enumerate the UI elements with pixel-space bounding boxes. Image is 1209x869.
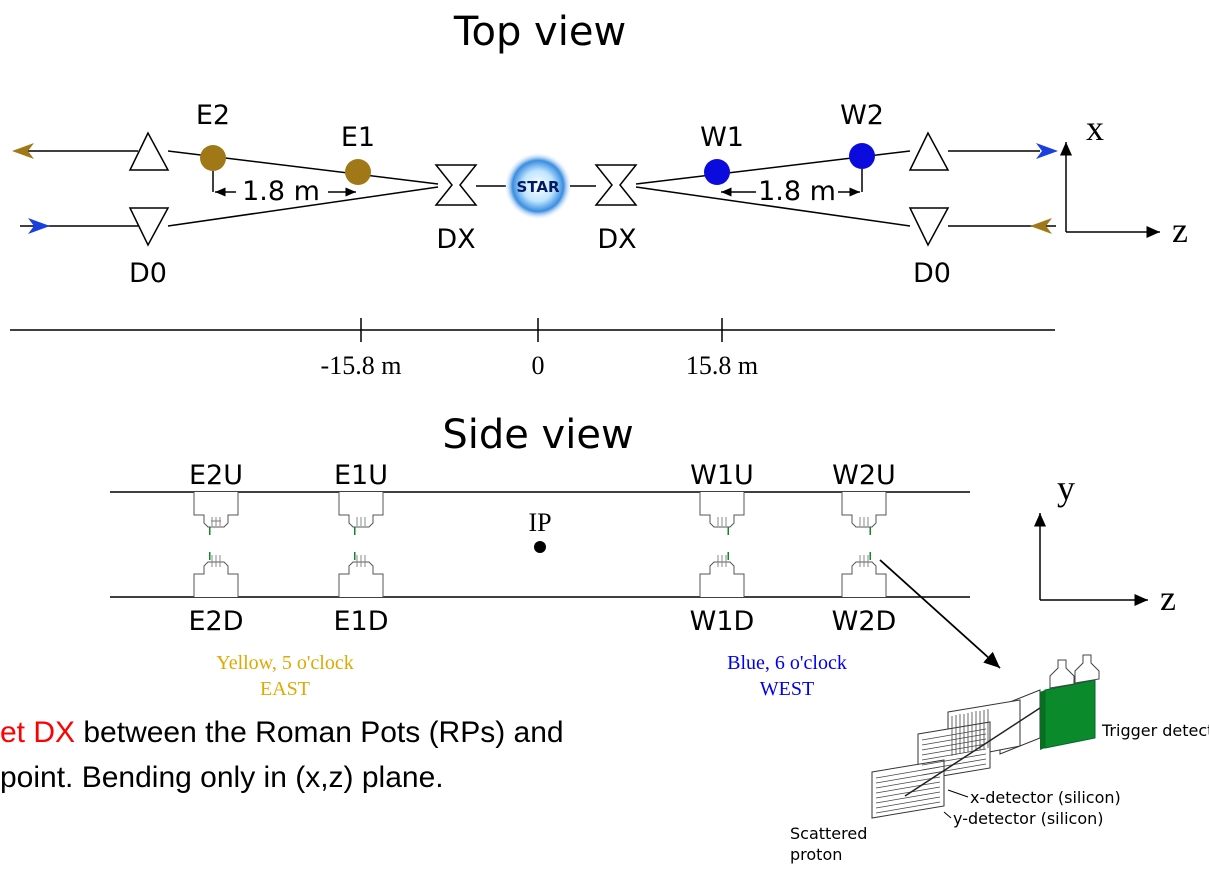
scale-label-east: -15.8 m [321,351,402,380]
w2d-label: W2D [832,606,897,637]
rp-station-e2 [193,492,239,597]
w1-label: W1 [700,122,744,153]
e1-pot [345,159,371,185]
scale-label-center: 0 [532,351,545,380]
side-z-axis-label: z [1160,578,1176,618]
dx-east-label: DX [436,224,475,255]
d0-east-upper-triangle [128,131,170,171]
proton-track [904,707,1041,797]
d0-east-label: D0 [129,258,167,289]
pmt-left [1049,659,1075,689]
side-y-axis-label: y [1057,468,1075,508]
e2d-label: E2D [188,606,243,637]
w1u-label: W1U [690,460,754,491]
e1u-label: E1U [334,460,388,491]
trigger-scintillator [1044,679,1096,749]
w2-pot [849,143,875,169]
d0-east-lower-triangle [128,207,170,247]
blue-beam-arrow-left [28,218,50,234]
rp-station-w1 [699,492,745,597]
dx-west-label: DX [597,224,636,255]
caption-line-1: et DX between the Roman Pots (RPs) and [0,710,800,755]
dist-east-label: 1.8 m [242,176,320,207]
e1d-label: E1D [333,606,388,637]
zoom-pointer-arrow [879,559,1001,669]
star-detector-glow [504,152,572,220]
silicon-plane-1 [871,759,945,819]
caption-magnet-name: et DX [0,716,76,749]
trigger-detector-label: Trigger detector [1101,721,1209,740]
d0-west-upper-triangle [908,131,950,171]
scattered-proton-label-1: Scattered [790,824,867,843]
rp-station-w2 [841,492,887,597]
x-detector-label: x-detector (silicon) [970,788,1121,807]
detector-package-illustration [871,654,1100,819]
caption-line-1-rest: between the Roman Pots (RPs) and [75,716,564,749]
e2-label: E2 [196,100,230,131]
west-beam-description: Blue, 6 o'clock [727,652,847,674]
w2-label: W2 [840,100,884,131]
rp-station-e1 [338,492,384,597]
top-z-axis-label: z [1172,210,1188,250]
y-detector-label: y-detector (silicon) [953,809,1103,828]
e2-pot [200,145,226,171]
beam-line-east-lower [167,186,439,227]
star-label: STAR [516,178,559,196]
blue-beam-arrow-right [1036,143,1058,159]
yellow-beam-arrow-left [12,143,34,159]
caption-line-2: point. Bending only in (x,z) plane. [0,761,444,794]
dist-west-label: 1.8 m [758,176,836,207]
e1-label: E1 [341,122,375,153]
d0-west-lower-triangle [908,207,950,247]
d0-west-label: D0 [913,258,951,289]
side-view-title: Side view [442,412,633,458]
w1-pot [704,159,730,185]
ip-label: IP [528,508,551,537]
scattered-proton-label-2: proton [790,845,842,864]
w2u-label: W2U [832,460,896,491]
west-label: WEST [760,678,814,700]
beam-line-west-lower [635,186,911,227]
scale-label-west: 15.8 m [686,351,758,380]
ip-point [534,541,546,553]
top-x-axis-label: x [1086,108,1104,148]
top-view-title: Top view [453,9,626,55]
east-label: EAST [260,678,310,700]
pmt-right [1074,654,1100,684]
yellow-beam-arrow-right [1030,218,1052,234]
dx-east-magnet [434,164,478,206]
x-detector-leader [947,789,969,798]
dx-west-magnet [594,164,638,206]
w1d-label: W1D [690,606,755,637]
caption-text: et DX between the Roman Pots (RPs) and p… [0,710,800,800]
east-beam-description: Yellow, 5 o'clock [216,652,354,674]
y-detector-leader [943,811,952,819]
trigger-scintillator-side [1040,690,1045,750]
e2u-label: E2U [189,460,243,491]
